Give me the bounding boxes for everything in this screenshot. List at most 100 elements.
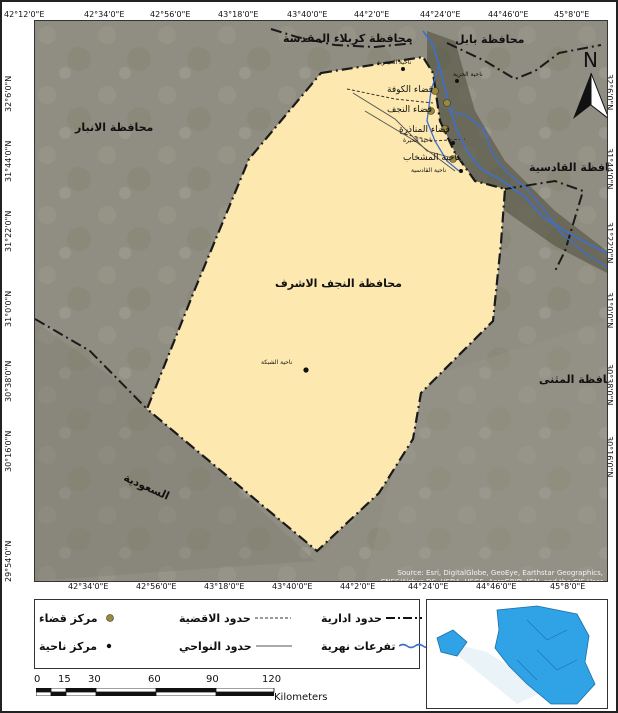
river-branch bbox=[422, 30, 607, 254]
bottom-lon-label: 43°18'0"E bbox=[204, 582, 245, 591]
legend-label: مركز قضاء bbox=[39, 611, 98, 625]
subdistrict-center-marker bbox=[451, 141, 455, 145]
subdistrict-center-marker bbox=[455, 79, 459, 83]
top-lon-label: 44°24'0"E bbox=[420, 10, 461, 19]
legend-label: تفرعات نهرية bbox=[321, 639, 396, 653]
map-legend: حدود ادارية حدود الاقضية مركز قضاء تفرعا… bbox=[34, 599, 436, 669]
admin-boundary bbox=[270, 28, 416, 49]
district-boundary-swatch-icon bbox=[254, 617, 291, 619]
left-lat-label: 30°16'0"N bbox=[4, 430, 13, 472]
top-lon-label: 42°34'0"E bbox=[84, 10, 125, 19]
scale-tick-label: 0 bbox=[34, 674, 41, 685]
subdistrict-center-swatch-icon bbox=[106, 643, 112, 649]
label-haidariya: ناحية الحيدرية bbox=[377, 59, 412, 66]
district-center-marker bbox=[431, 87, 439, 95]
left-lat-label: 31°0'0"N bbox=[4, 290, 13, 327]
legend-label: مركز ناحية bbox=[39, 639, 98, 653]
subdistrict-boundary bbox=[352, 92, 464, 162]
bottom-lon-label: 44°24'0"E bbox=[408, 582, 449, 591]
legend-subdistrict-boundary: حدود النواحي bbox=[179, 638, 292, 654]
admin-boundary bbox=[446, 42, 602, 81]
top-lon-label: 45°8'0"E bbox=[554, 10, 590, 19]
map-canvas: N bbox=[35, 21, 607, 581]
bottom-lon-label: 44°2'0"E bbox=[340, 582, 376, 591]
subdistrict-center-marker bbox=[303, 367, 309, 373]
inset-canvas bbox=[436, 605, 596, 705]
district-boundary bbox=[346, 88, 434, 104]
top-lon-label: 43°40'0"E bbox=[287, 10, 328, 19]
left-lat-label: 31°44'0"N bbox=[4, 140, 13, 182]
admin-boundary-swatch-icon bbox=[385, 617, 422, 619]
north-arrow-icon bbox=[573, 72, 607, 119]
left-lat-label: 29°54'0"N bbox=[4, 540, 13, 582]
label-anbar: محافظة الانبار bbox=[75, 121, 154, 134]
legend-label: حدود ادارية bbox=[321, 611, 382, 625]
label-hurriya: ناحية الحرية bbox=[453, 71, 483, 78]
admin-boundary bbox=[504, 179, 585, 272]
district-center-marker bbox=[427, 107, 435, 115]
scale-tick-label: 120 bbox=[262, 674, 282, 685]
subdistrict-center-marker bbox=[401, 67, 405, 71]
label-hira: ناحية الحيرة bbox=[403, 137, 433, 144]
scale-unit-label: Kilometers bbox=[274, 692, 328, 703]
top-lon-label: 44°2'0"E bbox=[354, 10, 390, 19]
terrain-shade bbox=[35, 321, 315, 581]
label-manathira: قضاء المناذرة bbox=[399, 125, 450, 135]
label-muthanna: محافظة المثنى bbox=[539, 373, 607, 386]
inset-map bbox=[426, 599, 608, 709]
district-center-marker bbox=[443, 99, 451, 107]
scale-tick-label: 15 bbox=[58, 674, 71, 685]
najaf-province bbox=[145, 55, 507, 553]
river-branch bbox=[426, 64, 460, 172]
north-letter: N bbox=[583, 48, 598, 72]
scale-tick-label: 30 bbox=[88, 674, 101, 685]
left-lat-label: 30°38'0"N bbox=[4, 360, 13, 402]
top-lon-label: 43°18'0"E bbox=[218, 10, 259, 19]
scale-bar: 0 15 30 60 90 120 Kilometers bbox=[34, 674, 394, 710]
label-qadisiyah: محافظة القادسية bbox=[529, 161, 607, 174]
top-lon-label: 42°12'0"E bbox=[4, 10, 45, 19]
bottom-lon-label: 43°40'0"E bbox=[272, 582, 313, 591]
inset-najaf-shape bbox=[436, 629, 468, 657]
river-vegetation bbox=[427, 31, 607, 273]
bottom-lon-label: 42°34'0"E bbox=[68, 582, 109, 591]
district-center-marker bbox=[449, 155, 457, 163]
left-lat-label: 31°22'0"N bbox=[4, 210, 13, 252]
legend-river-branches: تفرعات نهرية bbox=[321, 638, 436, 654]
legend-district-center: مركز قضاء bbox=[39, 610, 118, 626]
label-najaf: محافظة النجف الاشرف bbox=[275, 277, 402, 290]
label-karbala: محافظة كربلاء المقدسة bbox=[283, 32, 413, 45]
label-mishkhab: ناحية المشخاب bbox=[403, 153, 460, 163]
admin-boundary bbox=[35, 318, 148, 410]
top-lon-label: 44°46'0"E bbox=[488, 10, 529, 19]
river-branch bbox=[450, 110, 607, 268]
inset-iraq-shape bbox=[494, 605, 596, 705]
label-qadisiya-sub: ناحية القادسية bbox=[411, 167, 447, 174]
subdistrict-center-marker bbox=[459, 169, 463, 173]
left-lat-label: 32°6'0"N bbox=[4, 75, 13, 112]
label-najaf-district: قضاء النجف bbox=[387, 105, 433, 115]
map-frame: N محافظة كربلاء المقدسة محافظة بابل محاف… bbox=[34, 20, 608, 582]
district-boundary bbox=[399, 132, 466, 142]
bottom-lon-label: 44°46'0"E bbox=[476, 582, 517, 591]
subdistrict-boundary bbox=[364, 110, 456, 172]
legend-label: حدود النواحي bbox=[179, 639, 252, 653]
bottom-lon-label: 45°8'0"E bbox=[550, 582, 586, 591]
inset-highlight-band bbox=[439, 640, 547, 704]
inset-province-lines bbox=[516, 619, 578, 681]
map-attribution: Source: Esri, DigitalGlobe, GeoEye, Eart… bbox=[380, 569, 603, 582]
label-kufa: قضاء الكوفة bbox=[387, 85, 433, 95]
label-shabakah: ناحية الشبكة bbox=[261, 359, 293, 366]
scale-tick-label: 60 bbox=[148, 674, 161, 685]
district-center-marker bbox=[441, 125, 449, 133]
top-lon-label: 42°56'0"E bbox=[150, 10, 191, 19]
subdistrict-boundary-swatch-icon bbox=[255, 645, 292, 647]
legend-subdistrict-center: مركز ناحية bbox=[39, 638, 117, 654]
scale-bar-graphic bbox=[36, 688, 275, 696]
bottom-lon-label: 42°56'0"E bbox=[136, 582, 177, 591]
district-center-swatch-icon bbox=[105, 614, 114, 622]
legend-admin-boundary: حدود ادارية bbox=[321, 610, 422, 626]
legend-district-boundary: حدود الاقضية bbox=[179, 610, 291, 626]
legend-label: حدود الاقضية bbox=[179, 611, 251, 625]
